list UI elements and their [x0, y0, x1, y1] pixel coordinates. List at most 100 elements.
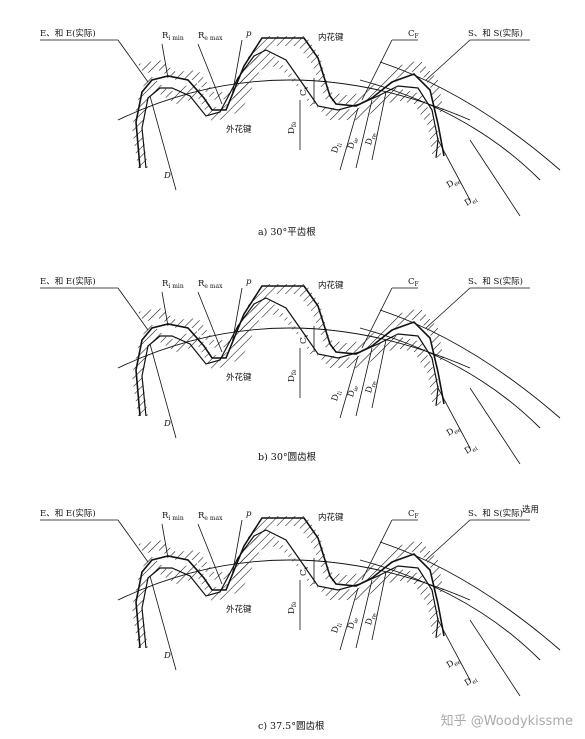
leader-e-slant — [117, 39, 149, 83]
dee-dimension — [437, 139, 471, 201]
label-dre: Dre — [364, 379, 379, 395]
leader-remax — [197, 43, 223, 105]
major-diameter-arc-right — [379, 541, 561, 651]
label-e: E、和 E(实际) — [40, 28, 96, 39]
internal-spline-profile — [135, 517, 445, 649]
internal-spline-profile — [135, 285, 445, 417]
leader-rimin — [161, 291, 169, 327]
label-dee: Dee — [445, 175, 463, 192]
label-d: D — [163, 651, 171, 661]
d-dimension — [149, 575, 177, 671]
dre-dimension — [371, 339, 387, 409]
label-cv: Cv — [299, 85, 310, 96]
label-remax: Re max — [198, 511, 223, 522]
dei-dimension — [469, 139, 521, 217]
internal-spline-hatch — [138, 36, 444, 112]
leader-e-slant — [117, 287, 149, 331]
label-dre: Dre — [364, 611, 379, 627]
label-dee: Dee — [445, 655, 463, 672]
pitch-circle-arc — [117, 79, 471, 121]
label-remax: Re max — [198, 31, 223, 42]
leader-p — [231, 287, 243, 345]
dii-dimension — [339, 107, 359, 171]
label-p: p — [246, 29, 252, 39]
leader-remax — [197, 291, 223, 353]
label-die: Die — [346, 384, 360, 400]
external-spline-hatch — [132, 532, 442, 648]
major-diameter-arc-right — [379, 61, 561, 171]
external-spline-hatch — [132, 52, 442, 168]
label-p: p — [246, 509, 252, 519]
label-s: S、和 S(实际) — [468, 28, 523, 39]
label-dii: DIi — [330, 389, 344, 403]
label-cf: CF — [408, 277, 419, 288]
label-rimin: Ri min — [162, 31, 184, 42]
leader-rimin — [161, 523, 169, 559]
spline-profile-diagram: E、和 E(实际) Ri min Re max p 内花键 CF S、和 S(实… — [40, 28, 561, 238]
panel-caption: a) 30°平齿根 — [258, 226, 316, 238]
die-dimension — [355, 579, 373, 649]
leader-s-slant — [425, 39, 471, 81]
label-d: D — [163, 171, 171, 181]
label-e: E、和 E(实际) — [40, 508, 96, 519]
label-cf: CF — [408, 29, 419, 40]
label-internal-spline: 内花键 — [318, 32, 344, 43]
d-dimension — [149, 95, 177, 191]
leader-e-slant — [117, 519, 149, 563]
label-cv: Cv — [299, 333, 310, 344]
leader-remax — [197, 523, 223, 585]
leader-rimin — [161, 43, 169, 79]
leader-s-slant — [425, 519, 471, 561]
label-dee: Dee — [445, 423, 463, 440]
leader-cf-slant — [361, 39, 393, 101]
leader-p — [231, 519, 243, 577]
dre-dimension — [371, 571, 387, 641]
label-die: Die — [346, 136, 360, 152]
internal-spline-hatch — [138, 516, 444, 592]
label-dii: DIi — [330, 621, 344, 635]
panel-caption: b) 30°圆齿根 — [258, 451, 317, 463]
label-external-spline: 外花键 — [226, 604, 252, 615]
label-dfe: Dfe — [287, 369, 298, 382]
label-optional: 选用 — [522, 504, 539, 515]
panel-c-37-5deg-fillet-root: E、和 E(实际) Ri min Re max p 内花键 CF S、和 S(实… — [0, 480, 585, 739]
internal-spline-hatch — [138, 284, 444, 360]
spline-profile-diagram: E、和 E(实际) Ri min Re max p 内花键 CF S、和 S(实… — [40, 504, 561, 732]
label-dii: DIi — [330, 141, 344, 155]
label-dei: Dei — [463, 442, 479, 458]
internal-spline-profile — [135, 37, 445, 169]
panel-a-30deg-flat-root: E、和 E(实际) Ri min Re max p 内花键 CF S、和 S(实… — [0, 0, 585, 245]
label-dfe: Dfe — [287, 601, 298, 614]
major-diameter-arc-left — [359, 559, 541, 661]
dei-dimension — [469, 619, 521, 697]
external-spline-profile — [141, 297, 439, 417]
label-dre: Dre — [364, 131, 379, 147]
label-s: S、和 S(实际) — [468, 508, 523, 519]
label-external-spline: 外花键 — [226, 372, 252, 383]
dii-dimension — [339, 355, 359, 419]
dei-dimension — [469, 387, 521, 465]
label-remax: Re max — [198, 279, 223, 290]
label-rimin: Ri min — [162, 511, 184, 522]
label-internal-spline: 内花键 — [318, 512, 344, 523]
die-dimension — [355, 347, 373, 417]
label-internal-spline: 内花键 — [318, 280, 344, 291]
major-diameter-arc-right — [379, 309, 561, 419]
dii-dimension — [339, 587, 359, 651]
label-d: D — [163, 419, 171, 429]
panel-caption: c) 37.5°圆齿根 — [258, 720, 325, 732]
leader-cf-slant — [361, 519, 393, 581]
label-p: p — [246, 277, 252, 287]
dee-dimension — [437, 387, 471, 449]
major-diameter-arc-left — [359, 79, 541, 181]
label-dei: Dei — [463, 674, 479, 690]
label-dfe: Dfe — [287, 121, 298, 134]
panel-b-30deg-fillet-root: E、和 E(实际) Ri min Re max p 内花键 CF S、和 S(实… — [0, 248, 585, 470]
label-dei: Dei — [463, 194, 479, 210]
label-cf: CF — [408, 509, 419, 520]
label-e: E、和 E(实际) — [40, 276, 96, 287]
major-diameter-arc-left — [359, 327, 541, 429]
pitch-circle-arc — [117, 559, 471, 601]
label-cv: Cv — [299, 565, 310, 576]
label-rimin: Ri min — [162, 279, 184, 290]
